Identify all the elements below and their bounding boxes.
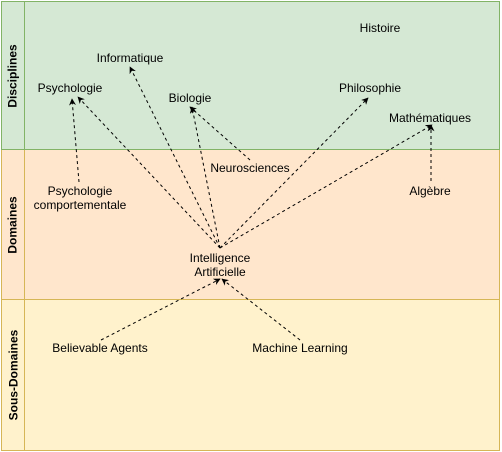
node-informatique: Informatique [96,51,164,65]
node-psychologie: Psychologie [37,81,103,95]
lane-title-domaines: Domaines [6,195,21,254]
node-algebre: Algèbre [409,184,451,198]
node-intelligence-artificielle: Intelligence Artificielle [190,251,251,279]
lane-header-disciplines: Disciplines [2,2,25,149]
node-neurosciences: Neurosciences [210,161,290,175]
lane-header-sous-domaines: Sous-Domaines [2,300,25,450]
node-ia-line2: Artificielle [194,265,246,279]
lane-title-sous-domaines: Sous-Domaines [6,329,20,421]
node-believable-agents: Believable Agents [52,341,148,355]
node-histoire: Histoire [359,21,401,35]
lane-header-domaines: Domaines [2,150,25,299]
lane-disciplines: Disciplines [1,1,500,150]
node-machine-learning: Machine Learning [252,341,348,355]
node-psycho-comp-line1: Psychologie [47,184,113,198]
lane-sous-domaines: Sous-Domaines [1,300,500,451]
node-philosophie: Philosophie [338,81,402,95]
node-mathematiques: Mathématiques [388,111,472,125]
node-biologie: Biologie [168,91,212,105]
node-ia-line1: Intelligence [189,251,251,265]
node-psycho-comp-line2: comportementale [33,198,127,212]
node-psychologie-comportementale: Psychologie comportementale [34,184,127,212]
lane-title-disciplines: Disciplines [6,43,21,108]
